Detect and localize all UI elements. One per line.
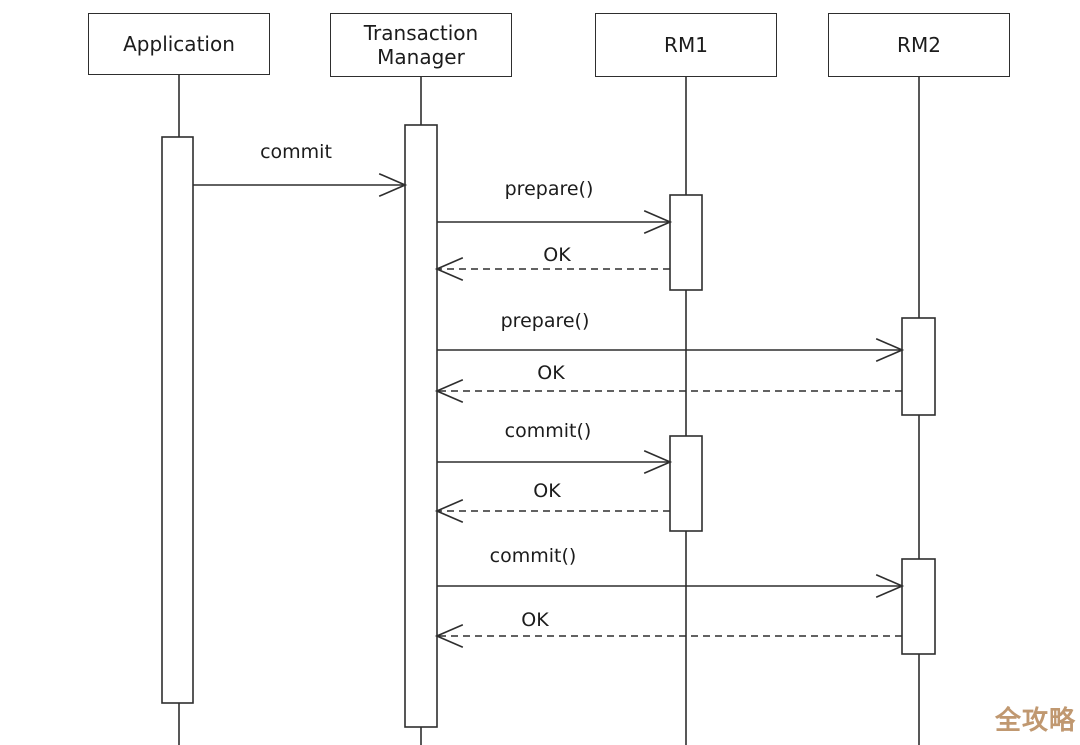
watermark-text: 全攻略: [994, 706, 1076, 736]
message-label-commit-rm2: commit(): [489, 545, 577, 567]
message-label-prepare-rm2: prepare(): [500, 310, 590, 332]
participant-label-transaction-manager: Transaction Manager: [363, 21, 479, 69]
activation-bar-transaction-manager: [404, 124, 438, 728]
message-label-ok-rm2-prepare: OK: [537, 362, 565, 384]
participant-label-application: Application: [123, 32, 235, 56]
participant-box-rm2: RM2: [828, 13, 1010, 77]
participant-box-transaction-manager: Transaction Manager: [330, 13, 512, 77]
message-label-commit-rm1: commit(): [504, 420, 592, 442]
message-label-prepare-rm1: prepare(): [504, 178, 594, 200]
participant-box-rm1: RM1: [595, 13, 777, 77]
activation-bar-rm1-prepare: [669, 194, 703, 291]
message-label-commit: commit: [260, 141, 332, 163]
activation-bar-rm2-commit: [901, 558, 936, 655]
participant-box-application: Application: [88, 13, 270, 75]
message-label-ok-rm2-commit: OK: [521, 609, 549, 631]
message-label-ok-rm1-commit: OK: [533, 480, 561, 502]
activation-bar-rm1-commit: [669, 435, 703, 532]
activation-bar-application: [161, 136, 194, 704]
participant-label-rm2: RM2: [897, 33, 941, 57]
message-label-ok-rm1-prepare: OK: [543, 244, 571, 266]
activation-bar-rm2-prepare: [901, 317, 936, 416]
participant-label-rm1: RM1: [664, 33, 708, 57]
